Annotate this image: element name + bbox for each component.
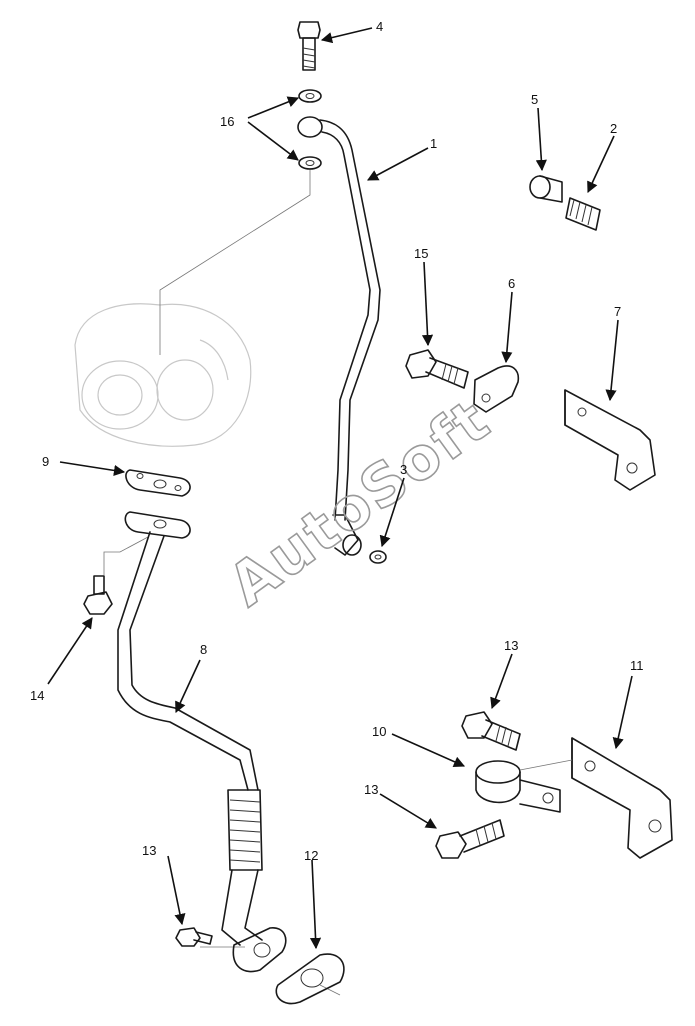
part-5-fitting bbox=[529, 175, 563, 203]
autosoft-watermark: AutoSoft bbox=[216, 385, 502, 619]
part-11-bracket bbox=[519, 737, 673, 859]
callout-labels: 4 16 1 5 2 15 6 7 3 9 14 8 13 10 11 13 1… bbox=[30, 19, 644, 863]
part-3-washer bbox=[369, 550, 387, 564]
callout-12: 12 bbox=[304, 848, 318, 863]
part-16-washers bbox=[298, 89, 322, 170]
part-10-clamp bbox=[475, 760, 561, 813]
callout-11: 11 bbox=[630, 658, 644, 673]
callout-2: 2 bbox=[610, 121, 617, 136]
callout-13-bottom: 13 bbox=[142, 843, 156, 858]
callout-10: 10 bbox=[372, 724, 386, 739]
part-4-bolt bbox=[297, 21, 321, 71]
leader-lines bbox=[103, 168, 341, 996]
callout-9: 9 bbox=[42, 454, 49, 469]
callout-3: 3 bbox=[400, 462, 407, 477]
part-14-bolt bbox=[83, 575, 113, 615]
turbocharger-ghost bbox=[74, 303, 252, 447]
callout-13-middle: 13 bbox=[364, 782, 378, 797]
part-7-bracket bbox=[564, 389, 656, 491]
callout-16: 16 bbox=[220, 114, 234, 129]
part-8-drain-tube bbox=[117, 511, 287, 973]
part-6-clip bbox=[473, 365, 520, 413]
callout-arrows bbox=[47, 27, 633, 950]
part-15-bolt bbox=[405, 349, 469, 389]
part-12-gasket bbox=[275, 953, 345, 1005]
callout-6: 6 bbox=[508, 276, 515, 291]
callout-8: 8 bbox=[200, 642, 207, 657]
part-13-bolts bbox=[175, 711, 521, 947]
callout-4: 4 bbox=[376, 19, 383, 34]
callout-14: 14 bbox=[30, 688, 44, 703]
callout-1: 1 bbox=[430, 136, 437, 151]
callout-5: 5 bbox=[531, 92, 538, 107]
callout-13-top: 13 bbox=[504, 638, 518, 653]
part-1-supply-tube bbox=[297, 116, 381, 556]
callout-15: 15 bbox=[414, 246, 428, 261]
part-2-plug bbox=[565, 197, 601, 231]
part-9-gasket bbox=[125, 469, 191, 497]
callout-7: 7 bbox=[614, 304, 621, 319]
